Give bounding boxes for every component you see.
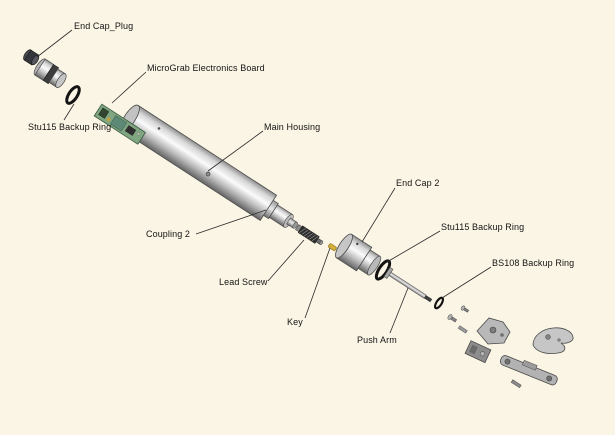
label-stu115-backup-ring-right: Stu115 Backup Ring <box>441 222 525 232</box>
label-main-housing: Main Housing <box>264 122 321 132</box>
leader-stu115-right <box>386 230 441 263</box>
leader-stu115-left <box>63 103 75 121</box>
label-bs108-backup-ring: BS108 Backup Ring <box>492 258 575 268</box>
label-end-cap-2: End Cap 2 <box>396 178 440 188</box>
label-push-arm: Push Arm <box>357 335 397 345</box>
coupling-2-part <box>262 199 298 229</box>
leader-push-arm <box>389 287 409 334</box>
leader-bs108 <box>441 266 492 299</box>
end-cap-2-part <box>335 233 382 276</box>
gripper-pin-2 <box>510 379 522 389</box>
electronics-board-part <box>93 103 146 145</box>
label-coupling-2: Coupling 2 <box>146 229 191 239</box>
gripper-assembly-part <box>447 305 574 389</box>
push-arm-part <box>383 266 433 303</box>
label-end-cap-plug: End Cap_Plug <box>74 21 134 31</box>
gripper-block <box>464 340 492 364</box>
leader-electronics-board <box>111 71 147 104</box>
gripper-screw-1 <box>447 314 457 323</box>
key-part <box>328 243 337 251</box>
label-stu115-backup-ring-left: Stu115 Backup Ring <box>28 122 112 132</box>
main-housing-part <box>120 104 278 221</box>
lead-screw-part <box>295 224 324 245</box>
leader-end-cap-plug <box>36 29 73 58</box>
end-cap-1-part <box>33 58 67 88</box>
leader-end-cap-2 <box>361 187 396 243</box>
label-micrograb-electronics-board: MicroGrab Electronics Board <box>147 63 265 73</box>
gripper-linkage-arm <box>499 355 558 386</box>
leader-main-housing <box>207 130 264 172</box>
leader-lead-screw <box>267 239 305 282</box>
gripper-jaw <box>532 327 574 354</box>
leader-key <box>304 247 331 319</box>
stu115-backup-ring-left-part <box>65 85 81 105</box>
label-lead-screw: Lead Screw <box>219 277 268 287</box>
gripper-screw-2 <box>460 305 470 313</box>
leader-coupling-2 <box>195 209 267 235</box>
end-cap-plug-part <box>23 49 40 66</box>
gripper-pin <box>457 325 468 334</box>
bs108-backup-ring-part <box>433 296 445 310</box>
label-key: Key <box>287 317 303 327</box>
leader-lines <box>36 29 492 334</box>
